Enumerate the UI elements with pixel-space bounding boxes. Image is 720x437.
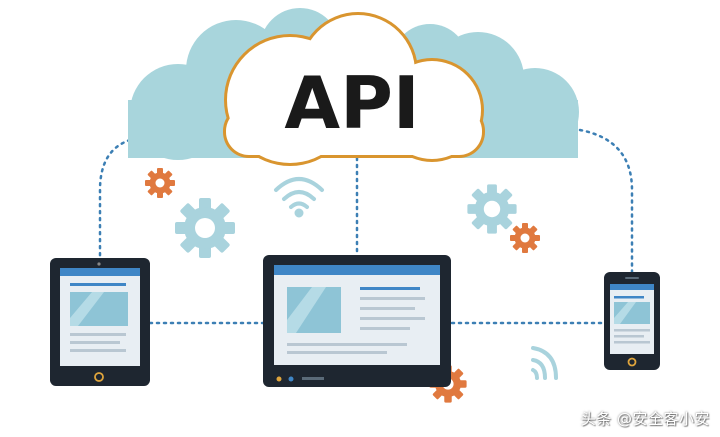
signal-waves-icon bbox=[531, 346, 558, 380]
gear-icon-orange-right bbox=[510, 223, 540, 253]
tablet-device bbox=[50, 258, 150, 386]
wifi-icon bbox=[274, 177, 324, 218]
gear-icon-blue-right bbox=[467, 184, 517, 234]
connector-lines bbox=[98, 128, 634, 325]
phone-home-button bbox=[627, 357, 637, 367]
watermark-text: 头条 @安全客小安 bbox=[580, 410, 710, 428]
laptop-device bbox=[263, 255, 451, 387]
phone-device bbox=[604, 272, 660, 370]
cloud-main: API bbox=[223, 12, 485, 166]
api-label: API bbox=[284, 61, 419, 145]
connector-left bbox=[98, 138, 132, 260]
tablet-home-button bbox=[94, 372, 104, 382]
connector-right bbox=[578, 128, 634, 274]
gear-icon-orange-small bbox=[145, 168, 175, 198]
gear-icon-blue-large bbox=[175, 198, 235, 258]
